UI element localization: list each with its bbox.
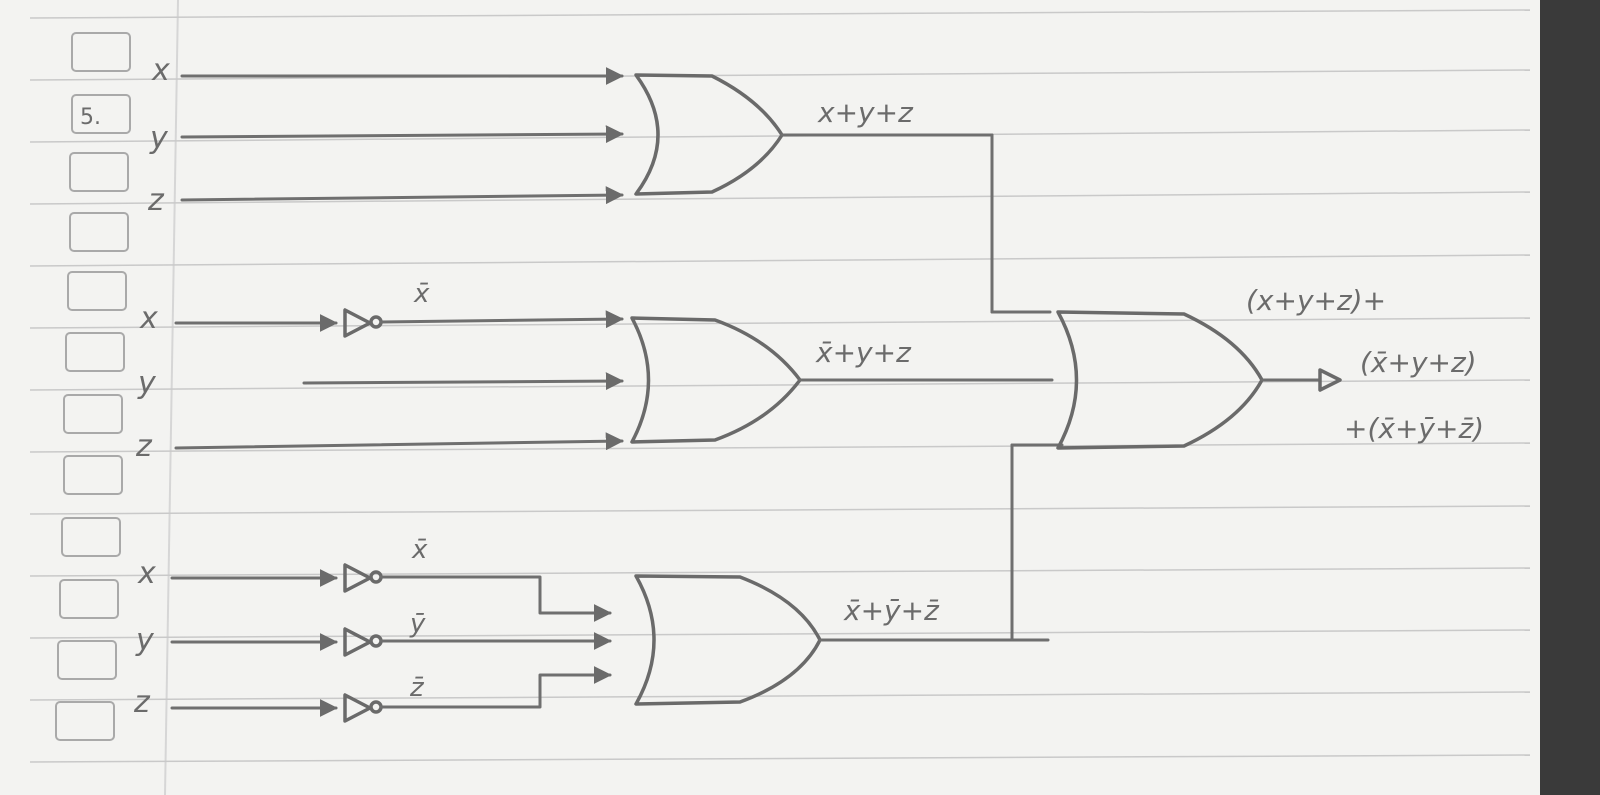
- gate1-input-y-label: y: [149, 121, 169, 156]
- gate2-input-x-label: x: [139, 301, 158, 336]
- gate2-wire-x: [379, 310, 624, 329]
- gate3-input-y-label: y: [135, 623, 155, 658]
- final-output-line1: (x+y+z)+: [1246, 284, 1386, 317]
- gate3-input-z-label: z: [133, 685, 151, 720]
- gate1-input-z-label: z: [147, 183, 165, 218]
- gate2-wire-y: [302, 372, 624, 391]
- gate3-input-x-label: x: [137, 556, 156, 591]
- gate2-inverter-x-label: x̄: [413, 279, 430, 309]
- ruled-lines: [29, 9, 1531, 763]
- gate3-inverter-y-label: ȳ: [409, 609, 426, 639]
- gate2-wire-z: [174, 432, 624, 451]
- gate1-wire-z: [180, 186, 624, 205]
- desk-background: [1540, 0, 1600, 795]
- gate3-output-label: x̄+ȳ+z̄: [843, 594, 940, 627]
- gate2-input-y-label: y: [137, 366, 157, 401]
- final-output-arrow: [1318, 368, 1342, 392]
- gate2-output-label: x̄+y+z: [815, 336, 912, 369]
- problem-number: 5.: [80, 105, 101, 130]
- gate1-wire-y: [180, 125, 624, 144]
- final-output-line3: +(x̄+ȳ+z̄): [1344, 412, 1484, 445]
- gate3-wire-z: [379, 666, 612, 709]
- gate1-input-x-label: x: [151, 53, 170, 88]
- final-or-gate: [1056, 310, 1264, 450]
- gate2-input-z-label: z: [135, 429, 153, 464]
- margin-boxes: [55, 32, 131, 741]
- or-gate-2: [630, 316, 802, 444]
- or-gate-3: [634, 574, 822, 706]
- gate3-wire-x: [379, 575, 612, 622]
- or-gate-1: [634, 73, 784, 196]
- gate3-inverter-x-label: x̄: [411, 535, 428, 565]
- gate1-output-label: x+y+z: [817, 96, 914, 129]
- margin-line: [164, 0, 179, 795]
- gate3-inverter-z-label: z̄: [409, 673, 425, 703]
- final-output-line2: (x̄+y+z): [1360, 346, 1477, 379]
